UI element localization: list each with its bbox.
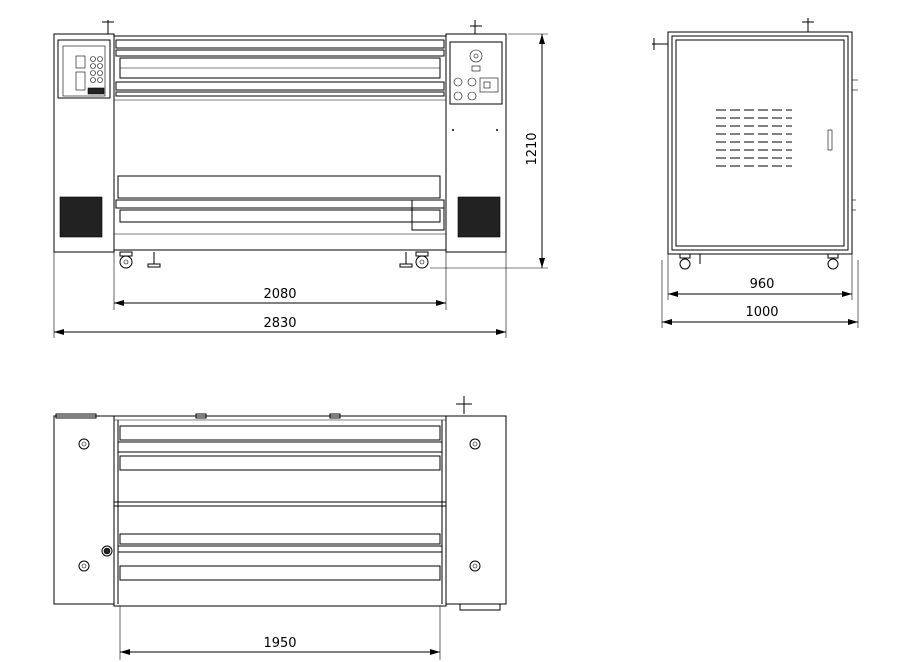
right-vent-grille xyxy=(457,196,501,238)
right-control-panel xyxy=(449,41,503,105)
top-right-end xyxy=(445,415,507,605)
side-inner-width-dim: 960 xyxy=(750,277,775,292)
top-view: 1950 xyxy=(53,396,507,660)
side-door xyxy=(675,39,845,247)
side-overall-width-dim: 1000 xyxy=(745,305,778,320)
front-overall-width-dim: 2830 xyxy=(263,316,296,331)
front-height-dim: 1210 xyxy=(525,132,540,165)
main-body xyxy=(113,35,447,251)
control-panel xyxy=(57,39,111,99)
side-cabinet xyxy=(667,31,853,255)
side-vent-slots xyxy=(716,109,792,167)
top-left-end xyxy=(53,415,115,605)
top-middle xyxy=(113,415,447,607)
door-handle xyxy=(827,129,833,151)
panel-buttons xyxy=(87,56,105,95)
top-roller-width-dim: 1950 xyxy=(263,636,296,651)
bolt-icon xyxy=(78,438,90,450)
casters xyxy=(119,251,429,269)
side-view: 960 1000 xyxy=(652,18,859,328)
front-view: 1210 2080 2830 xyxy=(53,20,548,338)
front-inner-width-dim: 2080 xyxy=(263,287,296,302)
left-vent-grille xyxy=(59,196,103,238)
